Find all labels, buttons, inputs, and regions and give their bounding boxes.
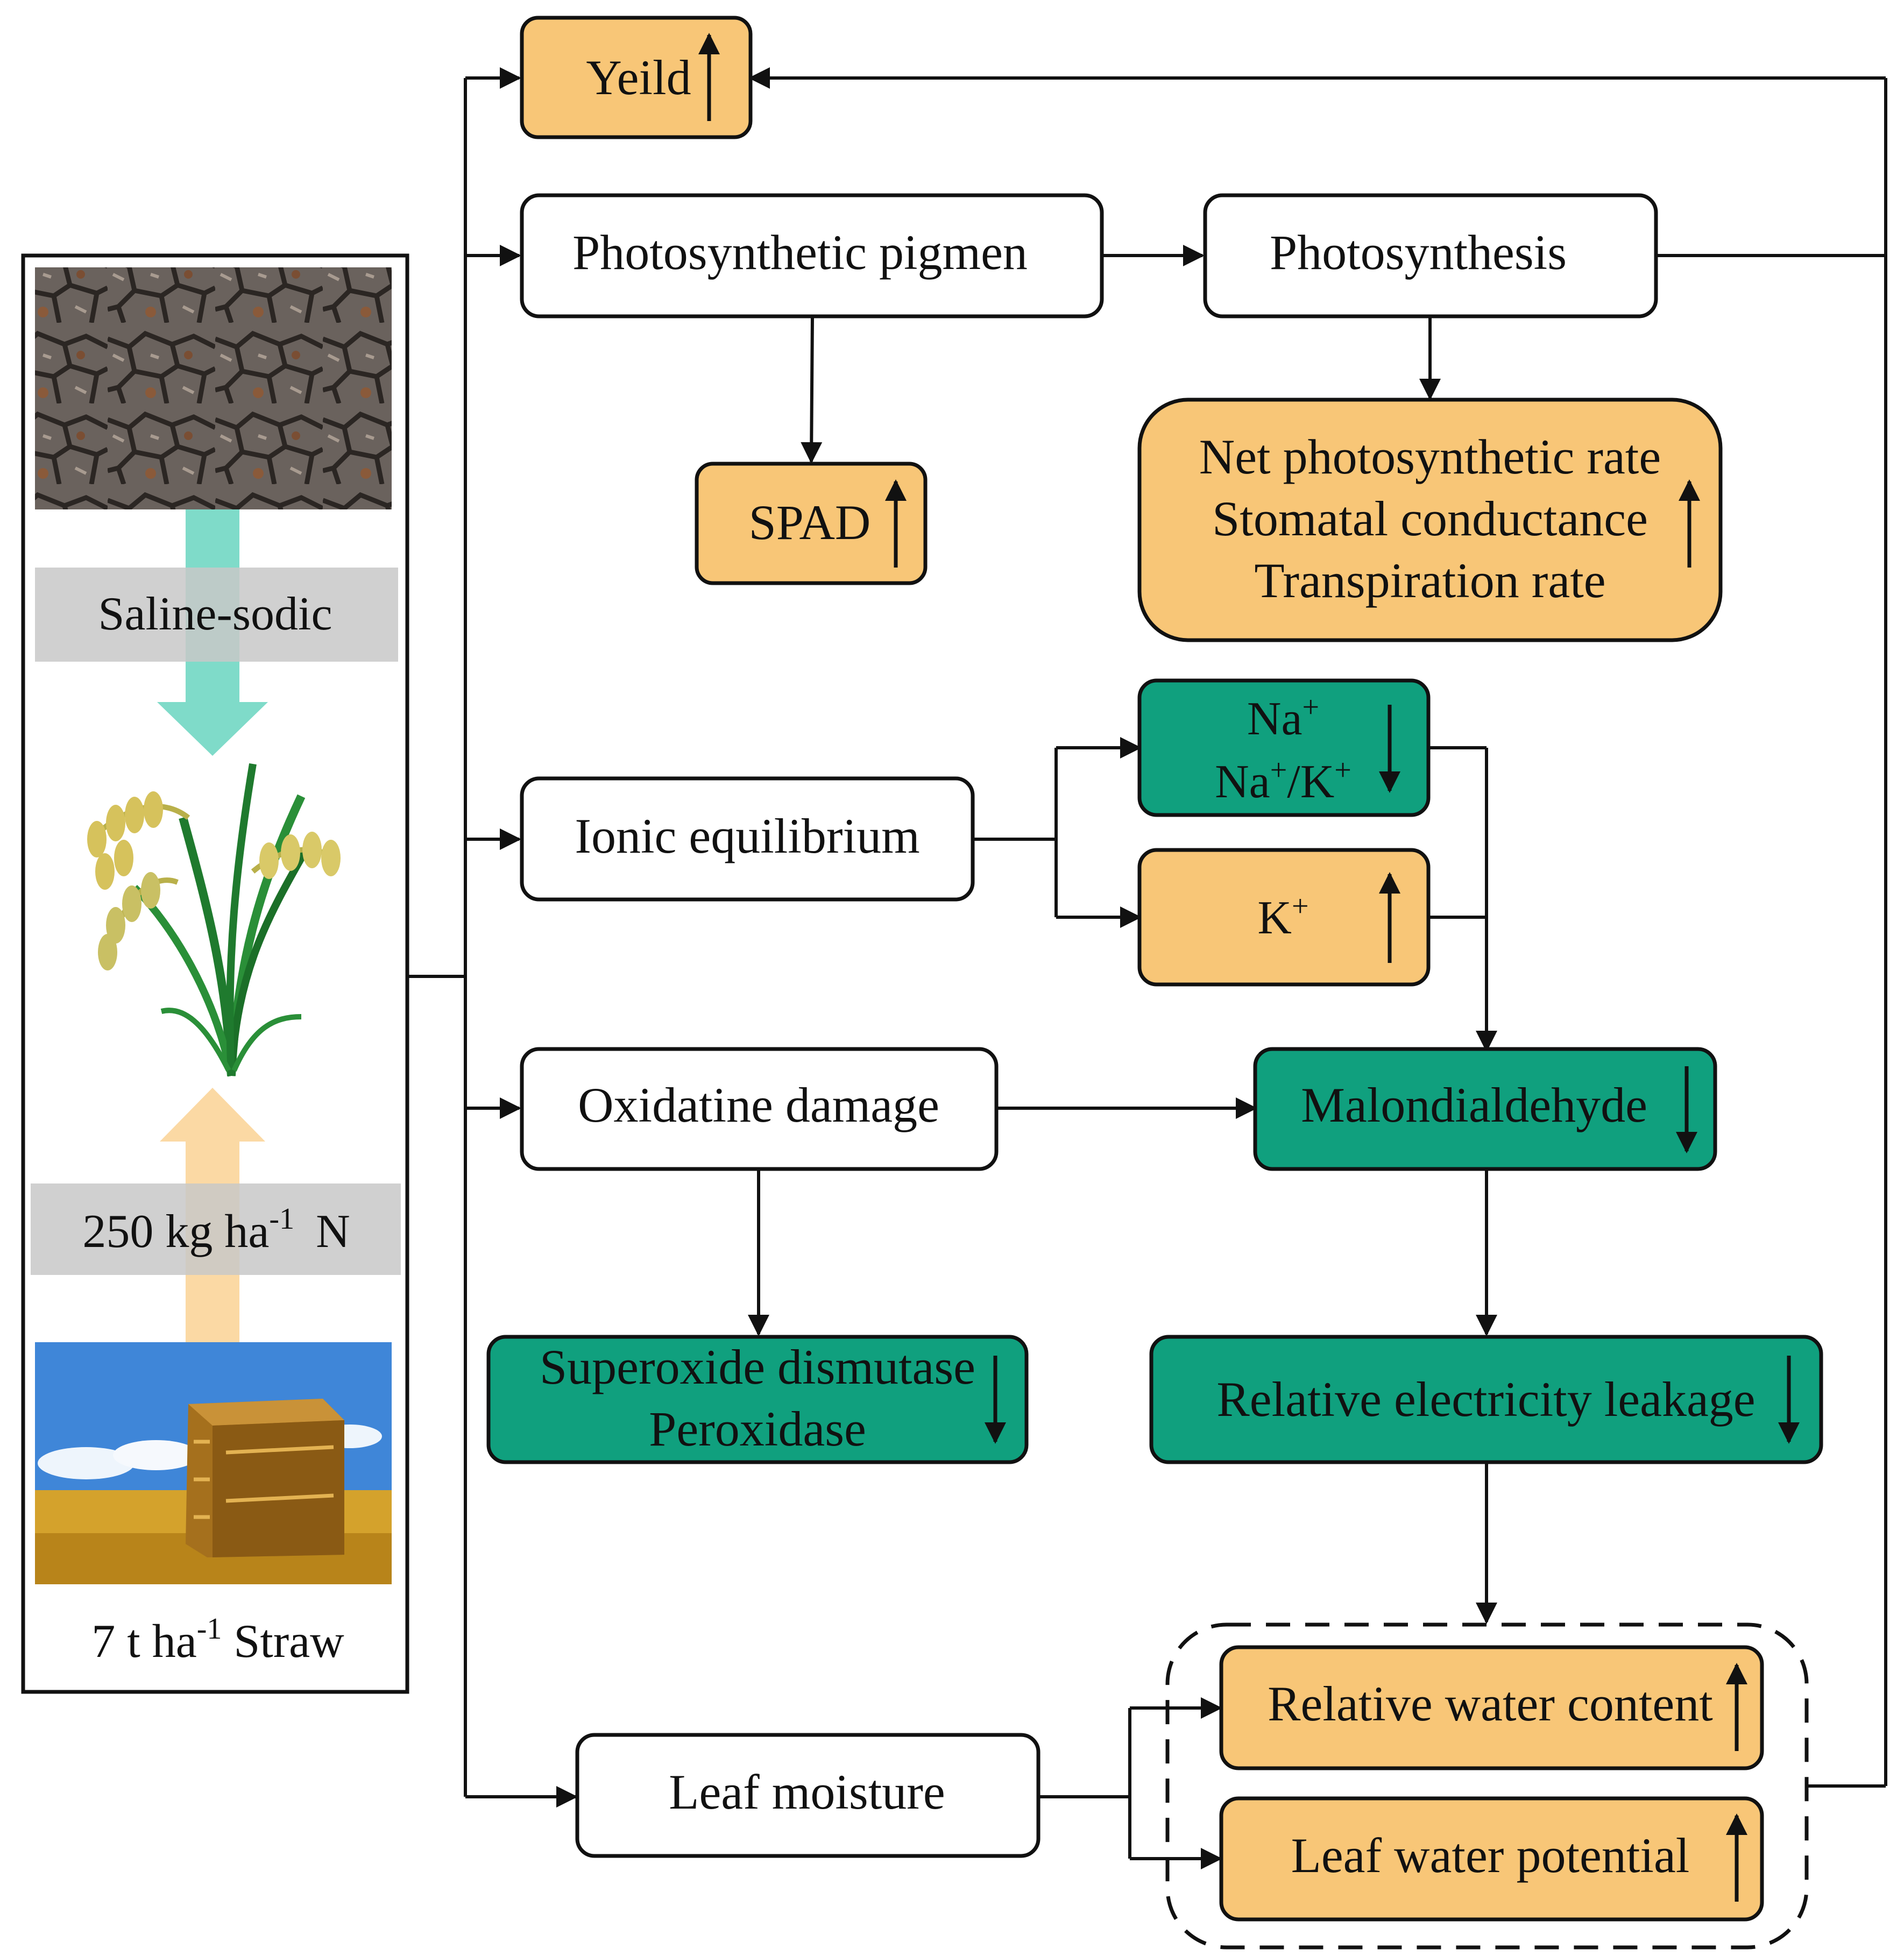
node-sodium: Na+ Na+/K+ (1137, 678, 1431, 817)
node-potassium: K+ (1137, 848, 1431, 987)
node-leaf-water-potential: Leaf water potential (1219, 1796, 1764, 1922)
node-antioxidant-enzymes: Superoxide dismutase Peroxidase (486, 1335, 1029, 1464)
nitrogen-band (31, 1183, 401, 1275)
svg-text:Na+/K+: Na+/K+ (1215, 754, 1351, 808)
connector-lines (407, 67, 1887, 1869)
svg-text:Leaf moisture: Leaf moisture (669, 1764, 945, 1819)
svg-text:Oxidatine damage: Oxidatine damage (578, 1078, 939, 1132)
svg-text:Relative electricity leakage: Relative electricity leakage (1216, 1372, 1755, 1427)
svg-text:Leaf water potential: Leaf water potential (1291, 1828, 1690, 1883)
node-photosynthesis: Photosynthesis (1203, 193, 1658, 318)
svg-text:Na+: Na+ (1247, 691, 1319, 745)
svg-text:Peroxidase: Peroxidase (649, 1401, 866, 1456)
cracked-soil-image (35, 267, 392, 509)
svg-text:Malondialdehyde: Malondialdehyde (1301, 1078, 1647, 1132)
svg-text:Superoxide dismutase: Superoxide dismutase (540, 1340, 975, 1394)
node-net-photosynthetic: Net photosynthetic rate Stomatal conduct… (1137, 398, 1723, 642)
node-yield: Yeild (520, 16, 753, 139)
node-photosynthetic-pigment: Photosynthetic pigmen (520, 193, 1104, 318)
svg-text:Relative water content: Relative water content (1268, 1676, 1713, 1731)
svg-text:Photosynthesis: Photosynthesis (1270, 225, 1567, 280)
svg-text:Photosynthetic pigmen: Photosynthetic pigmen (572, 225, 1028, 280)
water-status-group (1165, 1622, 1809, 1950)
node-leaf-moisture: Leaf moisture (575, 1733, 1041, 1858)
rice-plant-image (87, 763, 341, 1077)
node-electricity-leakage: Relative electricity leakage (1149, 1335, 1823, 1464)
node-relative-water-content: Relative water content (1219, 1645, 1764, 1770)
svg-text:Net photosynthetic rate: Net photosynthetic rate (1199, 429, 1661, 484)
node-oxidative-damage: Oxidatine damage (520, 1047, 999, 1171)
saline-sodic-band (35, 568, 398, 662)
node-ionic-equilibrium: Ionic equilibrium (520, 776, 975, 902)
svg-text:K+: K+ (1257, 890, 1308, 944)
svg-text:Yeild: Yeild (586, 50, 691, 105)
svg-text:Transpiration rate: Transpiration rate (1254, 553, 1605, 608)
saline-sodic-label: Saline-sodic (98, 588, 332, 640)
svg-text:SPAD: SPAD (749, 495, 871, 550)
node-malondialdehyde: Malondialdehyde (1253, 1047, 1717, 1171)
svg-text:Ionic equilibrium: Ionic equilibrium (575, 809, 919, 863)
svg-text:Stomatal conductance: Stomatal conductance (1212, 491, 1648, 546)
straw-bale-image (35, 1342, 392, 1584)
node-spad: SPAD (695, 462, 928, 585)
